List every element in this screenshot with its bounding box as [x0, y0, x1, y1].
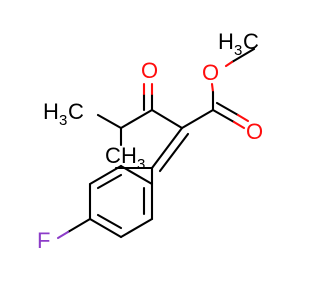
- fluorine-label: F: [37, 228, 50, 253]
- isopropyl-lower-h-label: H: [121, 143, 137, 168]
- oxygen-ester-single-label: O: [202, 60, 219, 85]
- structure-svg: O O O F H 3 C H 3 C C H 3: [37, 29, 263, 253]
- isopropyl-upper-h-label: H: [43, 99, 59, 124]
- bond-ring-inner-3: [96, 173, 123, 190]
- bond-carbonyl-alpha: [180, 108, 215, 130]
- bond-ketone-isopropyl: [119, 108, 154, 130]
- bond-oxygen-carbonyl-red: [210, 82, 215, 94]
- isopropyl-lower-c-label: C: [105, 143, 121, 168]
- bond-isopropyl-upper-methyl: [96, 113, 123, 130]
- molecule-diagram: O O O F H 3 C H 3 C C H 3: [37, 29, 264, 253]
- bond-ring-6: [119, 164, 154, 186]
- bond-ring-inner-2: [96, 213, 123, 230]
- bond-ketone-alpha: [150, 108, 184, 130]
- oxygen-ketone-label: O: [141, 58, 158, 83]
- methyl-c-label: C: [243, 29, 259, 54]
- bond-ring-fluorine-purple: [56, 230, 70, 240]
- bond-ester-double-1: [211, 108, 236, 124]
- bond-alpha-vinyl-1: [150, 126, 184, 170]
- oxygen-ester-double-label: O: [246, 119, 263, 144]
- isopropyl-upper-c-label: C: [68, 99, 84, 124]
- bond-ester-double-2-red: [236, 113, 250, 123]
- bond-ester-double-2: [215, 101, 240, 117]
- bond-ring-2: [119, 217, 154, 239]
- bond-alpha-vinyl-2: [158, 132, 190, 173]
- isopropyl-upper-sub-label: 3: [59, 112, 67, 129]
- bond-methyl-oxygen-red: [224, 60, 234, 68]
- bond-ester-double-1-red: [232, 120, 246, 130]
- bond-ring-3: [88, 217, 123, 239]
- bond-ring-5: [88, 164, 123, 186]
- methyl-h-label: H: [218, 29, 234, 54]
- isopropyl-lower-sub-label: 3: [137, 156, 145, 173]
- bond-ring-fluorine: [66, 217, 92, 234]
- bond-methyl-oxygen: [230, 47, 256, 64]
- methyl-sub-label: 3: [234, 42, 242, 59]
